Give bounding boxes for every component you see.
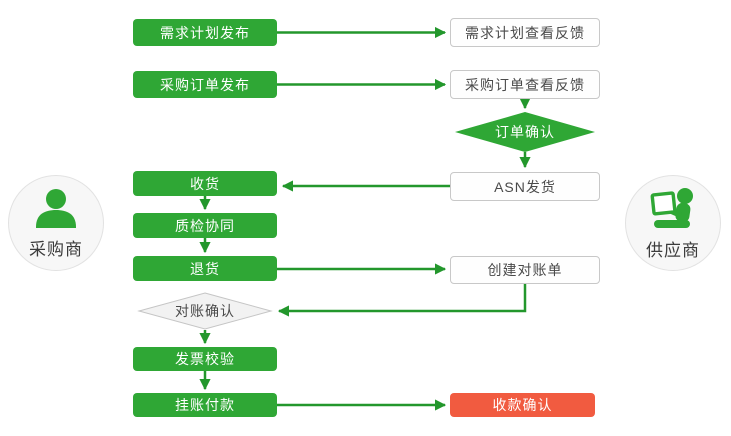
node-order-confirm-label: 订单确认	[495, 124, 555, 140]
node-return-goods: 退货	[133, 256, 277, 281]
node-accrual-payment: 挂账付款	[133, 393, 277, 417]
node-invoice-verification: 发票校验	[133, 347, 277, 371]
node-create-reconciliation: 创建对账单	[450, 256, 600, 284]
node-purchase-order-publish: 采购订单发布	[133, 71, 277, 98]
node-demand-plan-publish: 需求计划发布	[133, 19, 277, 46]
node-reconciliation-confirm: 对账确认	[137, 292, 273, 330]
connector-reconcile-to-confirm	[277, 284, 527, 317]
actor-buyer-label: 采购商	[29, 239, 83, 259]
node-demand-plan-view-feedback: 需求计划查看反馈	[450, 18, 600, 47]
node-receive-goods: 收货	[133, 171, 277, 196]
node-quality-inspection-collab: 质检协同	[133, 213, 277, 238]
node-purchase-order-view-feedback: 采购订单查看反馈	[450, 70, 600, 99]
diamond-shape	[137, 292, 273, 330]
actor-buyer: 采购商	[8, 175, 104, 271]
person-with-laptop-icon	[646, 186, 700, 235]
node-asn-shipment: ASN发货	[450, 172, 600, 201]
actor-supplier: 供应商	[625, 175, 721, 271]
node-payment-receipt-confirm: 收款确认	[450, 393, 595, 417]
person-icon	[33, 187, 79, 234]
actor-supplier-label: 供应商	[646, 240, 700, 260]
node-reconciliation-confirm-label: 对账确认	[175, 303, 235, 319]
node-order-confirm: 订单确认	[455, 112, 595, 152]
diamond-shape	[455, 112, 595, 152]
